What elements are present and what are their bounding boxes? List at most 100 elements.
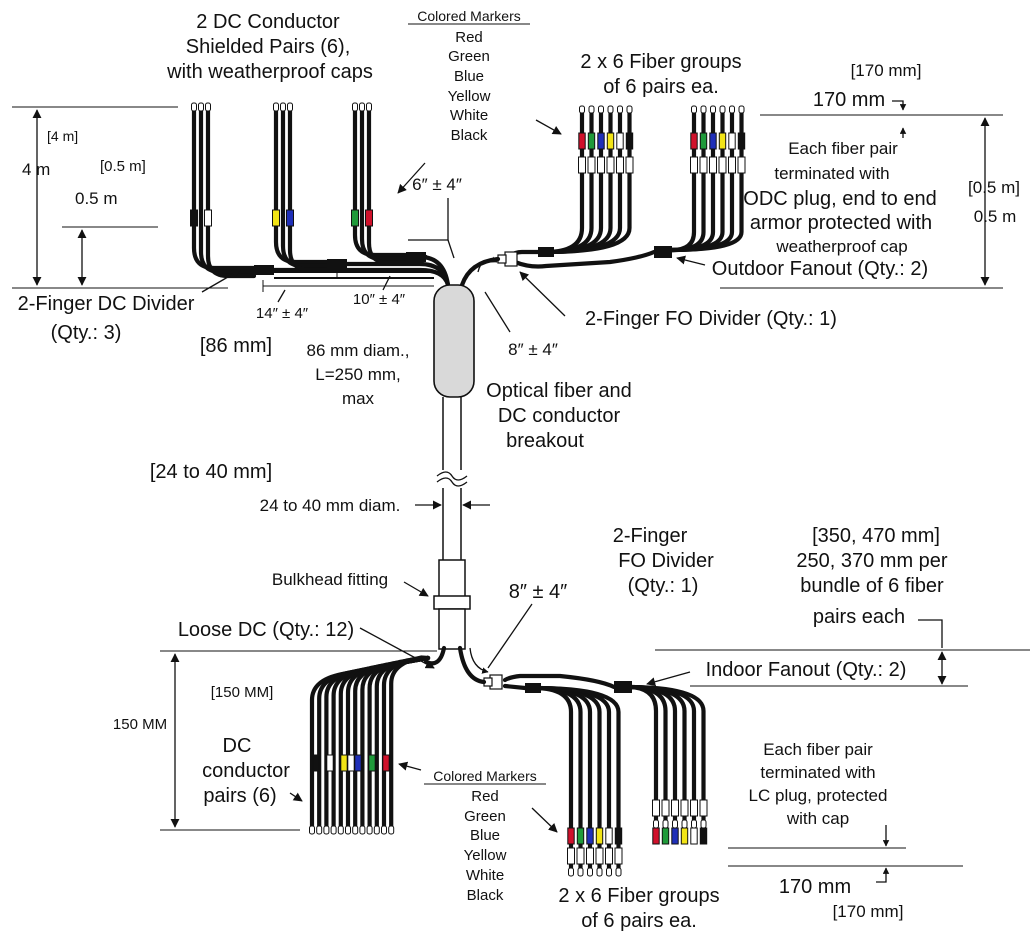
bottom-marker-red: Red bbox=[471, 788, 499, 805]
conductor-marker bbox=[204, 209, 212, 227]
fiber-pair-line bbox=[531, 685, 574, 871]
dc-color-marker bbox=[312, 754, 320, 772]
lc-cap bbox=[606, 867, 612, 877]
dim-05m-value: 0.5 m bbox=[75, 189, 118, 208]
fiber-color-marker bbox=[595, 827, 604, 845]
lc-plug bbox=[595, 847, 604, 865]
fiber-color-marker bbox=[606, 132, 615, 150]
bottom-dc-bundles bbox=[309, 645, 447, 835]
dim-05m-left bbox=[62, 226, 158, 286]
conductor-marker bbox=[351, 209, 359, 227]
lc-plug bbox=[699, 799, 708, 817]
dim-05m-bracket: [0.5 m] bbox=[100, 158, 146, 175]
dim-8in-top-label: 8″ ± 4″ bbox=[508, 340, 558, 359]
dc-cap bbox=[381, 825, 387, 835]
top-fiber-groups bbox=[459, 105, 746, 288]
dim-150-value: 150 MM bbox=[113, 716, 167, 733]
lc-plug bbox=[605, 847, 613, 865]
lc-plug bbox=[576, 847, 585, 865]
lc-cap bbox=[653, 819, 659, 829]
bundle-line-2: bundle of 6 fiber bbox=[800, 575, 944, 597]
fiber-color-marker bbox=[625, 132, 634, 150]
bottom-note-line-4: with cap bbox=[786, 809, 849, 828]
odc-plug bbox=[606, 156, 615, 174]
lc-plug bbox=[567, 847, 575, 865]
lc-cap bbox=[587, 867, 593, 877]
lc-cap bbox=[568, 867, 574, 877]
lc-cap bbox=[577, 867, 584, 877]
dc-run-to-breakout bbox=[419, 254, 451, 288]
dc-cap bbox=[359, 825, 366, 835]
loose-dc-exit bbox=[423, 645, 447, 666]
loose-dc-line bbox=[389, 655, 431, 833]
loose-dc-line bbox=[360, 655, 431, 833]
bottom-note-line-1: Each fiber pair bbox=[763, 740, 873, 759]
weatherproof-cap bbox=[198, 102, 204, 112]
top-dc-bundles bbox=[190, 102, 451, 288]
fo-run bbox=[502, 683, 528, 691]
dim-trunk-bracket: [24 to 40 mm] bbox=[150, 461, 272, 483]
dim-150 bbox=[160, 650, 437, 831]
fiber-color-marker bbox=[671, 827, 679, 845]
dim-6in-label: 6″ ± 4″ bbox=[412, 175, 462, 194]
dim-170-bottom bbox=[728, 825, 963, 883]
fiber-color-marker bbox=[578, 132, 586, 150]
dim-170-top bbox=[892, 100, 907, 138]
note-line-4: armor protected with bbox=[750, 212, 932, 234]
breakout-dims-label: 86 mm diam., L=250 mm, max bbox=[307, 341, 410, 408]
odc-plug bbox=[625, 156, 634, 174]
dc-cap bbox=[352, 825, 359, 835]
dim-170-top-value: 170 mm bbox=[813, 89, 885, 111]
marker-yellow: Yellow bbox=[448, 88, 491, 105]
bottom-markers-title: Colored Markers bbox=[433, 768, 536, 784]
dc-divider-line-2: (Qty.: 3) bbox=[51, 322, 122, 344]
fiber-color-marker bbox=[690, 827, 698, 845]
bundle-line-1: 250, 370 mm per bbox=[796, 550, 948, 572]
fo-run-to-breakout bbox=[459, 256, 501, 288]
bundle-bracket: [350, 470 mm] bbox=[812, 525, 940, 547]
odc-plug bbox=[728, 156, 736, 174]
fiber-color-marker bbox=[586, 827, 594, 845]
fiber-color-marker bbox=[699, 132, 708, 150]
dc-cap bbox=[373, 825, 380, 835]
dc-conductor-line-2: conductor bbox=[202, 760, 290, 782]
fo-run-to-bulkhead bbox=[457, 645, 487, 685]
dim-4m-value: 4 m bbox=[22, 160, 50, 179]
odc-plug bbox=[737, 156, 746, 174]
dim-170-bottom-bracket: [170 mm] bbox=[833, 902, 904, 921]
fiber-color-marker bbox=[699, 827, 708, 845]
dim-170-top-bracket: [170 mm] bbox=[851, 61, 922, 80]
note-line-2: terminated with bbox=[774, 164, 889, 183]
lc-plug bbox=[586, 847, 594, 865]
dim-86-bracket: [86 mm] bbox=[200, 335, 272, 357]
note-line-5: weatherproof cap bbox=[775, 237, 907, 256]
lc-plug bbox=[671, 799, 679, 817]
fiber-color-marker bbox=[567, 827, 575, 845]
bulkhead-label: Bulkhead fitting bbox=[272, 570, 388, 589]
fiber-pair-line bbox=[625, 684, 706, 823]
lc-cap bbox=[700, 819, 707, 829]
breakout-line-3: breakout bbox=[506, 430, 584, 452]
top-fiber-pair-note: Each fiber pair terminated with ODC plug… bbox=[743, 139, 936, 256]
dc-pairs-line-3: with weatherproof caps bbox=[166, 61, 373, 83]
lc-cap bbox=[691, 819, 697, 829]
conductor-marker bbox=[190, 209, 198, 227]
weatherproof-cap bbox=[366, 102, 372, 112]
dim-8in-bottom bbox=[469, 603, 533, 674]
fiber-color-marker bbox=[690, 132, 698, 150]
lc-plug bbox=[690, 799, 698, 817]
lc-cap bbox=[596, 867, 603, 877]
fiber-cap bbox=[617, 105, 623, 114]
fiber-cap bbox=[579, 105, 585, 114]
indoor-fanout-label: Indoor Fanout (Qty.: 2) bbox=[706, 659, 907, 681]
lc-plug bbox=[614, 847, 623, 865]
odc-plug bbox=[699, 156, 708, 174]
bottom-fiber-groups-label: 2 x 6 Fiber groups of 6 pairs ea. bbox=[558, 885, 719, 932]
dc-conductor-line bbox=[287, 107, 330, 273]
dc-cap bbox=[316, 825, 323, 835]
conductor-marker bbox=[365, 209, 373, 227]
fiber-pair-line bbox=[625, 684, 659, 823]
top-colored-markers: Colored Markers Red Green Blue Yellow Wh… bbox=[417, 8, 520, 144]
dc-pairs-line-1: 2 DC Conductor bbox=[196, 11, 340, 33]
outdoor-fanout-body bbox=[654, 246, 672, 258]
